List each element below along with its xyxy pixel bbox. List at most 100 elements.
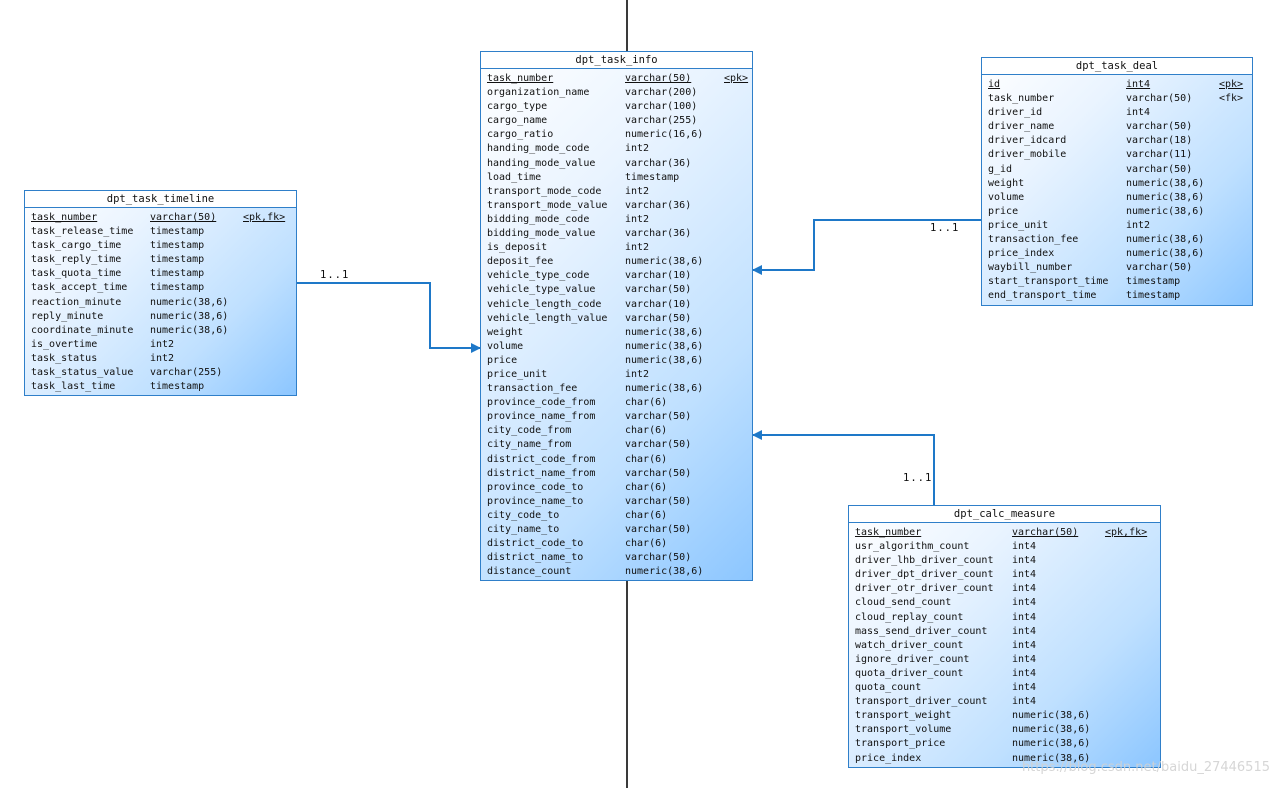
column-name: task_cargo_time — [31, 240, 122, 252]
column-type: int4 — [1012, 583, 1037, 595]
column-type: varchar(50) — [1012, 527, 1079, 538]
column-type: timestamp — [625, 171, 680, 183]
column-name: vehicle_length_code — [487, 298, 602, 310]
column-name: quota_count — [855, 682, 922, 694]
column-name: task_accept_time — [31, 282, 128, 294]
column-type: int4 — [1012, 682, 1037, 694]
column-name: deposit_fee — [487, 256, 554, 268]
column-type: varchar(50) — [625, 312, 692, 324]
link-timeline-to-task-info — [297, 282, 481, 353]
column-name: driver_name — [988, 121, 1055, 133]
column-name: price_unit — [487, 368, 548, 380]
column-name: start_transport_time — [988, 276, 1109, 288]
column-type: int4 — [1012, 597, 1037, 609]
column-row: task_accept_time timestamp — [31, 281, 290, 295]
column-type: varchar(50) — [150, 212, 217, 223]
column-type: int2 — [625, 213, 650, 225]
column-type: numeric(16,6) — [625, 129, 704, 141]
column-name: district_name_from — [487, 467, 596, 479]
column-type: timestamp — [1126, 290, 1181, 302]
column-key: <pk> — [724, 73, 749, 84]
column-name: cargo_ratio — [487, 129, 554, 141]
column-name: province_name_to — [487, 495, 584, 507]
column-name: transaction_fee — [487, 383, 578, 395]
column-name: task_release_time — [31, 226, 134, 238]
column-row: transport_mode_code int2 — [487, 185, 746, 199]
column-type: timestamp — [150, 268, 205, 280]
column-type: varchar(50) — [625, 524, 692, 535]
column-name: task_number — [988, 93, 1055, 105]
link-measure-to-task-info — [752, 430, 935, 505]
column-name: vehicle_length_value — [487, 312, 608, 324]
column-name: usr_algorithm_count — [855, 541, 970, 553]
column-type: numeric(38,6) — [1012, 738, 1091, 750]
column-name: province_name_from — [487, 411, 596, 423]
column-type: numeric(38,6) — [1126, 177, 1205, 189]
column-name: province_code_from — [487, 397, 596, 409]
column-name: ignore_driver_count — [855, 653, 970, 665]
column-type: char(6) — [625, 509, 668, 521]
column-name: task_status_value — [31, 367, 134, 379]
column-name: waybill_number — [988, 262, 1073, 274]
column-name: cargo_type — [487, 101, 548, 113]
column-type: int4 — [1012, 667, 1037, 679]
column-type: int4 — [1012, 555, 1037, 567]
column-type: char(6) — [625, 481, 668, 493]
column-name: bidding_mode_code — [487, 213, 590, 225]
column-row: transport_volume numeric(38,6) — [855, 723, 1154, 737]
column-type: timestamp — [150, 282, 205, 294]
column-type: varchar(255) — [625, 115, 698, 127]
column-name: is_deposit — [487, 242, 548, 254]
column-name: weight — [487, 326, 524, 338]
column-type: varchar(50) — [625, 552, 692, 564]
column-name: load_time — [487, 171, 542, 183]
column-name: price — [487, 354, 518, 366]
column-name: driver_lhb_driver_count — [855, 555, 994, 567]
column-name: cloud_replay_count — [855, 611, 964, 623]
column-name: transport_volume — [855, 724, 952, 736]
column-row: load_time timestamp — [487, 171, 746, 185]
column-name: cloud_send_count — [855, 597, 952, 609]
column-type: timestamp — [150, 381, 205, 393]
column-name: price_index — [988, 248, 1055, 260]
entity-title: dpt_calc_measure — [849, 506, 1160, 523]
column-name: mass_send_driver_count — [855, 625, 988, 637]
column-name: task_status — [31, 352, 98, 364]
column-name: transport_mode_code — [487, 185, 602, 197]
column-name: transaction_fee — [988, 234, 1079, 246]
column-type: timestamp — [150, 240, 205, 252]
column-type: numeric(38,6) — [625, 354, 704, 366]
column-type: int2 — [625, 185, 650, 197]
column-type: char(6) — [625, 453, 668, 465]
column-name: id — [988, 79, 1001, 90]
column-type: numeric(38,6) — [1012, 724, 1091, 736]
